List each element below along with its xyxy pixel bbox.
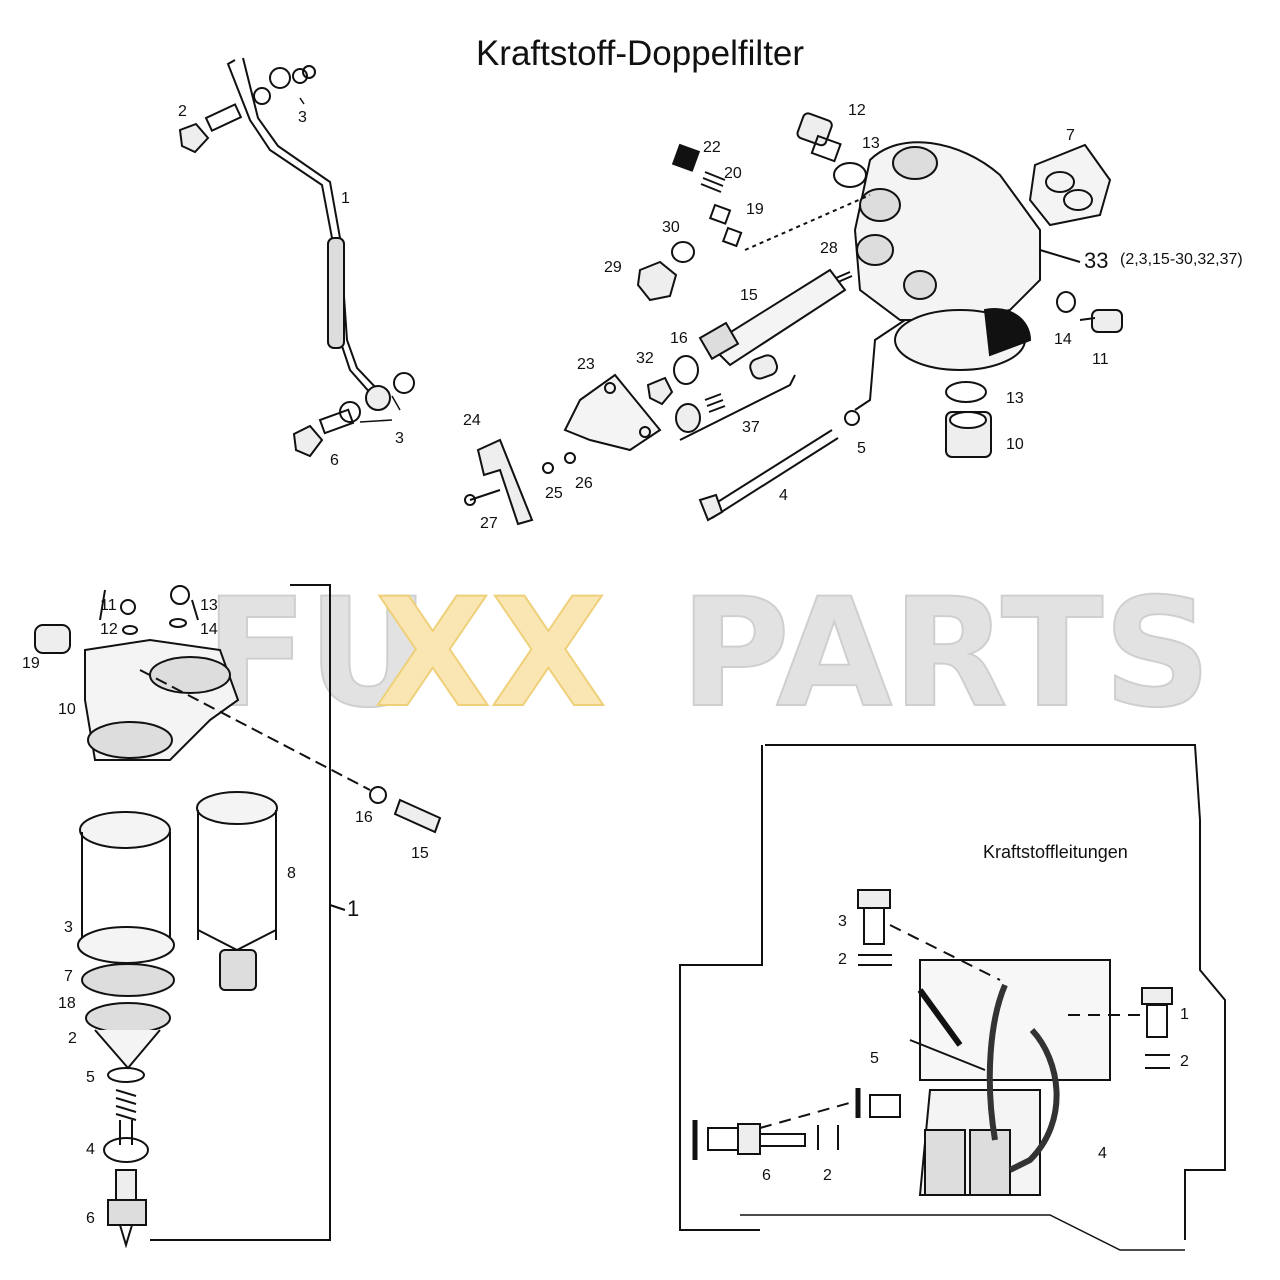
page-title: Kraftstoff-Doppelfilter: [475, 34, 805, 73]
callout-left-8: 8: [287, 865, 296, 882]
callout-top-3b: 3: [395, 430, 404, 447]
watermark-parts: PARTS: [680, 567, 1211, 741]
callout-left-18: 18: [58, 995, 76, 1012]
filter-head-assembly: [464, 112, 1123, 526]
callout-right-6: 6: [762, 1167, 771, 1184]
callout-right-1: 1: [1180, 1006, 1189, 1023]
callout-top-25: 25: [545, 485, 563, 502]
callout-top-7: 7: [1066, 127, 1075, 144]
callout-top-2: 2: [178, 103, 187, 120]
callout-left-1: 1: [347, 896, 359, 921]
callout-left-15: 15: [411, 845, 429, 862]
callout-left-19: 19: [22, 655, 40, 672]
callout-top-5: 5: [857, 440, 866, 457]
callout-left-3: 3: [64, 919, 73, 936]
callout-top-16: 16: [670, 330, 688, 347]
callout-top-4: 4: [779, 487, 788, 504]
callout-top-13a: 13: [862, 135, 880, 152]
callout-left-2: 2: [68, 1030, 77, 1047]
callout-left-7: 7: [64, 968, 73, 985]
fuel-lines-assembly: [679, 744, 1226, 1251]
callout-top-32: 32: [636, 350, 654, 367]
callout-top-15: 15: [740, 287, 758, 304]
callout-top-13b: 13: [1006, 390, 1024, 407]
callout-left-4: 4: [86, 1141, 95, 1158]
watermark-xx: XX: [375, 567, 606, 741]
callout-top-27: 27: [480, 515, 498, 532]
callout-left-5: 5: [86, 1069, 95, 1086]
callout-top-24: 24: [463, 412, 481, 429]
callout-right-5: 5: [870, 1050, 879, 1067]
callout-top-37: 37: [742, 419, 760, 436]
callout-top-1: 1: [341, 190, 350, 207]
callout-left-13: 13: [200, 597, 218, 614]
callout-labels: 1 2 3 3 6 12 13 7 22 20 19 30 29 28 33 (…: [22, 102, 1243, 1227]
callout-right-2a: 2: [838, 951, 847, 968]
fuel-pipe-assembly: [178, 57, 415, 458]
callout-top-6: 6: [330, 452, 339, 469]
callout-top-20: 20: [724, 165, 742, 182]
callout-top-10: 10: [1006, 436, 1024, 453]
callout-top-33-parts: (2,3,15-30,32,37): [1120, 251, 1243, 268]
callout-top-12: 12: [848, 102, 866, 119]
callout-left-10: 10: [58, 701, 76, 718]
callout-left-6: 6: [86, 1210, 95, 1227]
callout-top-19: 19: [746, 201, 764, 218]
callout-top-33: 33: [1084, 248, 1108, 273]
callout-right-3: 3: [838, 913, 847, 930]
callout-right-2b: 2: [1180, 1053, 1189, 1070]
callout-top-14: 14: [1054, 331, 1072, 348]
callout-top-29: 29: [604, 259, 622, 276]
callout-left-16: 16: [355, 809, 373, 826]
watermark-fu: FU: [205, 567, 429, 741]
callout-top-22: 22: [703, 139, 721, 156]
callout-top-30: 30: [662, 219, 680, 236]
section-title-fuel-lines: Kraftstoffleitungen: [983, 842, 1128, 862]
callout-left-12: 12: [100, 621, 118, 638]
callout-top-23: 23: [577, 356, 595, 373]
callout-top-28: 28: [820, 240, 838, 257]
callout-right-2c: 2: [823, 1167, 832, 1184]
double-filter-assembly: [34, 584, 442, 1249]
callout-top-26: 26: [575, 475, 593, 492]
callout-left-11: 11: [100, 597, 117, 614]
callout-right-4: 4: [1098, 1145, 1107, 1162]
callout-top-11: 11: [1092, 351, 1109, 368]
callout-top-3a: 3: [298, 109, 307, 126]
callout-left-14: 14: [200, 621, 218, 638]
